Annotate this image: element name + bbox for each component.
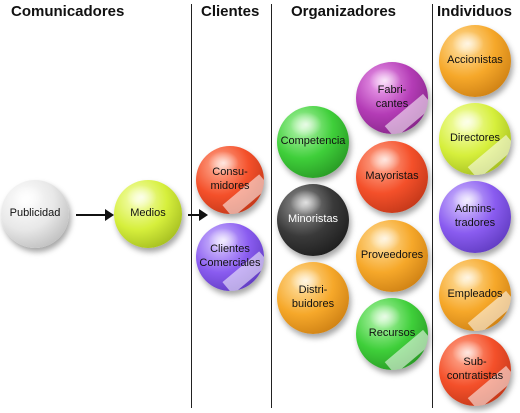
node-mayoristas: Mayoristas — [356, 141, 428, 213]
node-label: Mayoristas — [365, 170, 419, 183]
node-medios: Medios — [114, 180, 182, 248]
header-organizadores: Organizadores — [291, 3, 397, 20]
node-proveedores: Proveedores — [356, 220, 428, 292]
node-label: Directores — [449, 132, 501, 145]
node-label: Sub- contratistas — [446, 356, 504, 382]
node-label: Minoristas — [287, 213, 339, 226]
node-label: Proveedores — [360, 249, 424, 262]
divider-line — [432, 4, 433, 408]
node-label: Medios — [130, 207, 166, 220]
header-comunicadores: Comunicadores — [11, 3, 125, 20]
divider-line — [191, 4, 192, 408]
arrow-medios-clientes — [188, 209, 208, 221]
node-minoristas: Minoristas — [277, 184, 349, 256]
node-label: Admins- tradores — [454, 203, 496, 229]
header-clientes: Clientes — [201, 3, 260, 20]
node-label: Publicidad — [9, 207, 61, 220]
node-label: Accionistas — [447, 54, 503, 67]
node-administradores: Admins- tradores — [439, 181, 511, 253]
node-accionistas: Accionistas — [439, 25, 511, 97]
node-fabricantes: Fabri- cantes — [356, 62, 428, 134]
arrow-head-icon — [105, 209, 114, 221]
node-clientes-comerciales: Clientes Comerciales — [196, 223, 264, 291]
node-label: Recursos — [368, 327, 416, 340]
node-subcontratistas: Sub- contratistas — [439, 334, 511, 406]
arrow-head-icon — [199, 209, 208, 221]
node-label: Clientes Comerciales — [199, 243, 261, 269]
node-recursos: Recursos — [356, 298, 428, 370]
header-individuos: Individuos — [437, 3, 512, 20]
node-label: Empleados — [447, 288, 503, 301]
node-directores: Directores — [439, 103, 511, 175]
node-label: Fabri- cantes — [375, 84, 409, 110]
divider-line — [271, 4, 272, 408]
node-empleados: Empleados — [439, 259, 511, 331]
node-label: Competencia — [280, 135, 346, 148]
node-label: Distri- buidores — [291, 284, 335, 310]
arrow-publicidad-medios — [76, 209, 114, 221]
node-distribuidores: Distri- buidores — [277, 262, 349, 334]
node-consumidores: Consu- midores — [196, 146, 264, 214]
node-competencia: Competencia — [277, 106, 349, 178]
node-label: Consu- midores — [210, 166, 250, 192]
node-publicidad: Publicidad — [1, 180, 69, 248]
